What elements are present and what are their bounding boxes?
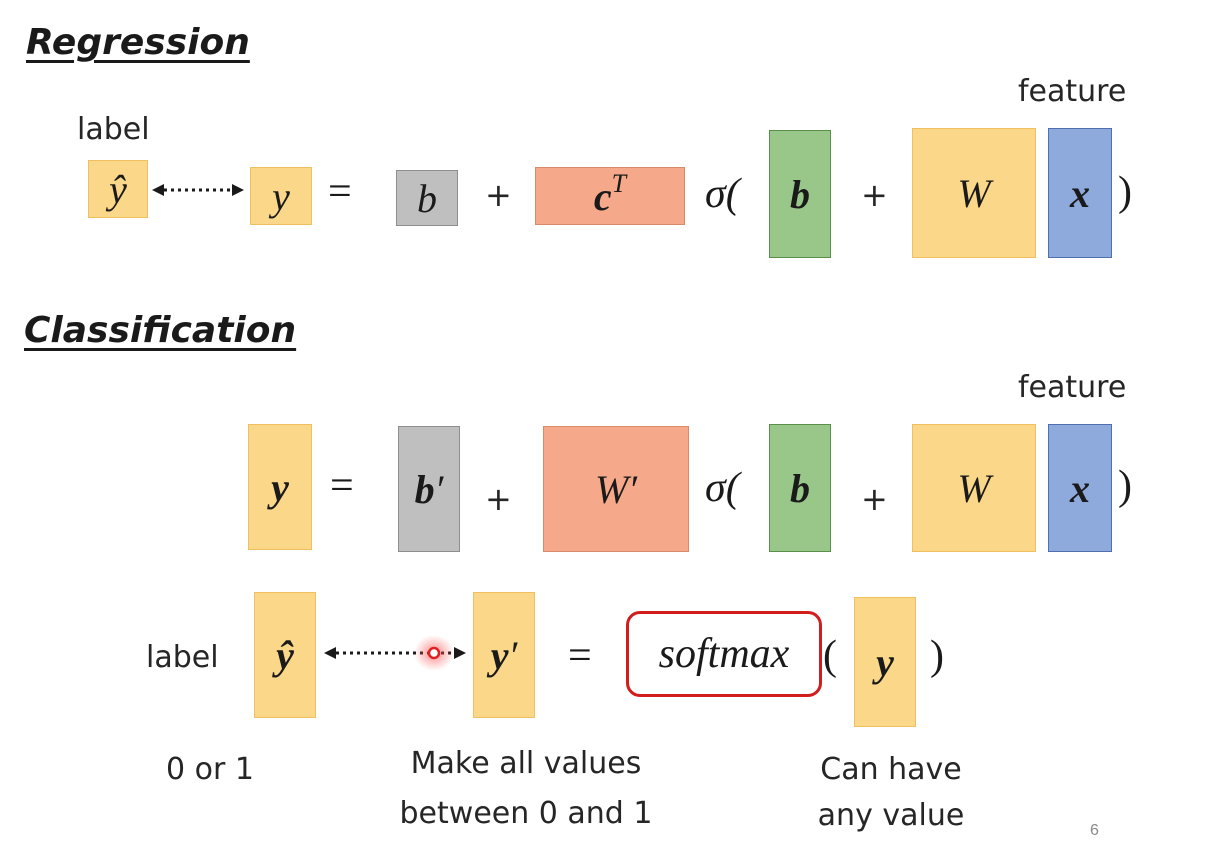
regression-feature-text: feature — [1018, 74, 1127, 109]
classification-y-input-symbol: y — [876, 639, 894, 685]
regression-heading: Regression — [26, 22, 250, 63]
regression-x-box: x — [1048, 128, 1112, 258]
regression-dashed-arrow — [152, 184, 244, 196]
classification-close-paren-2: ) — [930, 633, 944, 679]
classification-close-paren: ) — [1118, 463, 1132, 509]
classification-y-prime-box: y′ — [473, 592, 535, 718]
classification-equals: = — [330, 463, 354, 509]
regression-x-symbol: x — [1070, 170, 1090, 216]
classification-b-prime-box: b′ — [398, 426, 460, 552]
classification-feature-text: feature — [1018, 370, 1127, 405]
classification-W-box: W — [912, 424, 1036, 552]
classification-open-paren: ( — [823, 633, 837, 679]
classification-y-vector-symbol: y — [271, 464, 289, 510]
classification-y-prime-mark: ′ — [508, 632, 518, 678]
note-y-line-2: any value — [817, 798, 965, 833]
softmax-text: softmax — [658, 631, 790, 677]
note-softmax-line-2: between 0 and 1 — [399, 796, 653, 831]
classification-y-hat-box: ŷ — [254, 592, 316, 718]
regression-y-hat-box: ŷ — [88, 160, 148, 218]
classification-plus-2: + — [861, 480, 888, 518]
regression-y-box: y — [250, 167, 312, 225]
classification-W-prime-box: W′ — [543, 426, 689, 552]
softmax-highlight-box: softmax — [626, 611, 822, 697]
classification-b-vector-symbol: b — [790, 465, 810, 511]
regression-plus-1: + — [485, 176, 512, 214]
classification-W-symbol: W — [957, 465, 991, 511]
regression-W-box: W — [912, 128, 1036, 258]
note-softmax-line-1: Make all values — [410, 746, 642, 781]
regression-b-scalar-symbol: b — [417, 175, 437, 221]
note-y-line-1: Can have — [820, 752, 962, 787]
classification-heading: Classification — [24, 310, 297, 351]
regression-c-transpose-sup: T — [611, 169, 627, 198]
classification-y-prime-symbol: y — [490, 632, 509, 678]
classification-b-prime-mark: ′ — [434, 466, 444, 512]
regression-close-paren: ) — [1118, 169, 1132, 215]
regression-W-symbol: W — [957, 170, 991, 216]
classification-W-prime-mark: ′ — [628, 466, 638, 512]
note-label-values: 0 or 1 — [166, 752, 254, 787]
regression-label-text: label — [77, 112, 150, 147]
regression-equals: = — [328, 169, 352, 215]
regression-c-symbol: c — [593, 173, 612, 219]
classification-y-input-box: y — [854, 597, 916, 727]
classification-label-text: label — [146, 640, 219, 675]
regression-sigma-open: σ( — [705, 171, 740, 217]
page-number: 6 — [1090, 822, 1099, 839]
classification-equals-2: = — [568, 633, 592, 679]
classification-b-vector-box: b — [769, 424, 831, 552]
classification-sigma-open: σ( — [705, 465, 740, 511]
classification-x-symbol: x — [1070, 465, 1090, 511]
regression-b-vector-symbol: b — [790, 171, 810, 217]
classification-plus-1: + — [485, 480, 512, 518]
regression-b-scalar-box: b — [396, 170, 458, 226]
regression-y-symbol: y — [272, 173, 290, 219]
regression-b-vector-box: b — [769, 130, 831, 258]
regression-plus-2: + — [861, 176, 888, 214]
classification-W-prime-symbol: W — [594, 466, 629, 512]
classification-x-box: x — [1048, 424, 1112, 552]
classification-y-vector-box: y — [248, 424, 312, 550]
classification-y-hat-symbol: ŷ — [276, 632, 294, 678]
regression-y-hat-symbol: ŷ — [109, 166, 127, 212]
classification-b-prime-symbol: b — [414, 466, 435, 512]
cursor-highlight-icon — [414, 635, 454, 671]
